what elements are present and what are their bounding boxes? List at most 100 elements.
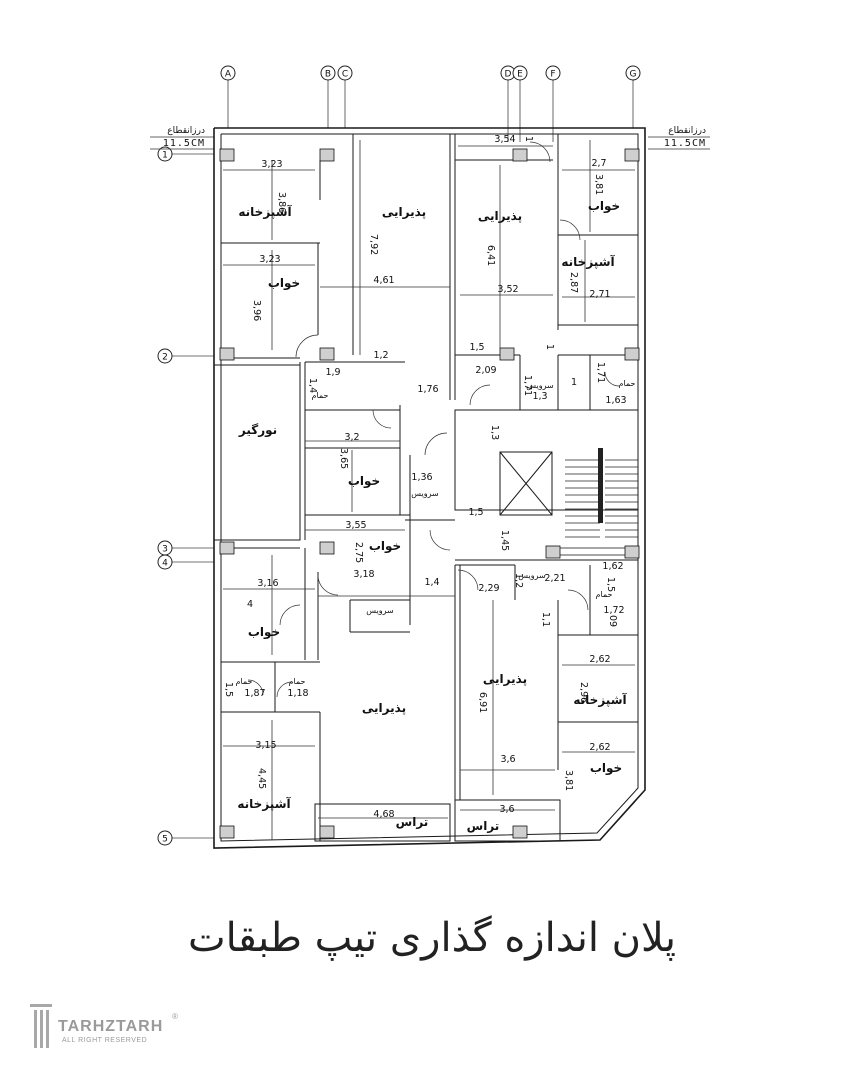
dim-label: 1,3 (489, 425, 500, 440)
dim-label: 3,54 (494, 134, 515, 145)
dim-label: 1,4 (424, 577, 439, 588)
dim-label: 09 (607, 615, 618, 627)
joint-note-left: درزانقطاع 11.5CM (150, 126, 214, 150)
room-kitchen-4: آشپزخانه (237, 796, 291, 811)
grid-bubble-2: 2 (157, 348, 173, 364)
room-reception-4: پذیرایی (483, 672, 527, 686)
building-outline (213, 127, 646, 849)
dim-label: 4,68 (373, 809, 394, 820)
joint-note-right: درزانقطاع 11.5CM (648, 126, 710, 150)
grid-label-2: 2 (162, 353, 168, 363)
dim-label: 4 (247, 599, 253, 610)
dim-label: 6,41 (485, 245, 496, 266)
dim-label: 1,45 (499, 530, 510, 551)
grid-bubble-A: A (220, 65, 236, 81)
dim-label: 3,23 (261, 159, 282, 170)
brand-logo-icon (30, 1004, 52, 1048)
dim-label: 1,18 (287, 688, 308, 699)
dim-label: 3,6 (499, 804, 514, 815)
dim-label: 3,86 (276, 192, 287, 213)
brand-registered-mark: ® (172, 1012, 178, 1021)
room-bathroom-2: حمام (619, 379, 636, 388)
grid-label-C: C (342, 70, 348, 80)
dim-label: 1,71 (522, 375, 533, 396)
dim-label: 2,09 (475, 365, 496, 376)
grid-label-G: G (630, 70, 637, 80)
dim-label: 1 (523, 136, 534, 142)
grid-bubble-B: B (320, 65, 336, 81)
dimension-lines (223, 140, 635, 840)
dim-label: 1,5 (469, 342, 484, 353)
drawing-caption: پلان اندازه گذاری تیپ طبقات (187, 915, 677, 961)
dim-label: 1,71 (595, 362, 606, 383)
dim-label: 1,5 (223, 682, 234, 697)
grid-bubble-G: G (625, 65, 641, 81)
dim-label: 1,5 (468, 507, 483, 518)
room-bedroom-5: خواب (248, 625, 280, 640)
dim-label: 3,6 (500, 754, 515, 765)
grid-lines (172, 80, 634, 839)
doors (247, 141, 620, 698)
room-kitchen-3: آشپزخانه (573, 692, 627, 707)
grid-label-3: 3 (162, 545, 168, 555)
room-bathroom-1: حمام (312, 391, 329, 400)
dim-label: 3,96 (251, 300, 262, 321)
dim-label: 2,71 (589, 289, 610, 300)
dim-label: 1,4 (307, 378, 318, 393)
dim-label: 3,81 (593, 174, 604, 195)
grid-label-1: 1 (162, 151, 168, 161)
room-labels: آشپزخانه پذیرایی خواب پذیرایی خواب آشپزخ… (236, 199, 636, 833)
floor-plan: A B C D E F G 1 2 3 4 5 (150, 65, 710, 849)
brand-subtitle: ALL RIGHT RESERVED (62, 1037, 148, 1044)
dim-label: 2,87 (568, 272, 579, 293)
grid-label-4: 4 (162, 559, 168, 569)
dim-label: 3,52 (497, 284, 518, 295)
dim-label: 1,72 (603, 605, 624, 616)
dim-label: 1,3 (532, 391, 547, 402)
room-bathroom-4: حمام (289, 677, 306, 686)
room-terrace-2: تراس (467, 819, 500, 833)
grid-label-A: A (225, 70, 232, 80)
dim-label: 3,23 (259, 254, 280, 265)
dim-label: 3,18 (353, 569, 374, 580)
room-bathroom-5: حمام (596, 590, 613, 599)
dim-label: 1,5 (605, 577, 616, 592)
dim-label: 2,62 (589, 654, 610, 665)
dim-label: 6,91 (477, 692, 488, 713)
dim-label: 4,61 (373, 275, 394, 286)
grid-bubble-4: 4 (157, 554, 173, 570)
room-bedroom-6: خواب (590, 761, 622, 776)
room-bedroom-2: خواب (588, 199, 620, 214)
grid-label-E: E (517, 70, 523, 80)
room-bedroom-1: خواب (268, 276, 300, 291)
dim-label: 7,92 (368, 234, 379, 255)
interior-walls (213, 133, 639, 842)
room-kitchen-1: آشپزخانه (238, 204, 292, 219)
grid-bubble-3: 3 (157, 540, 173, 556)
dim-label: 3,16 (257, 578, 278, 589)
grid-label-D: D (505, 70, 512, 80)
dim-label: 2,75 (353, 542, 364, 563)
room-bedroom-3: خواب (348, 474, 380, 489)
dim-label: 2,96 (578, 682, 589, 703)
room-wc-3: سرویس (526, 381, 554, 390)
brand-name: TARHZTARH (58, 1018, 164, 1035)
grid-bubble-E: E (512, 65, 528, 81)
grid-bubble-C: C (337, 65, 353, 81)
dim-label: 2,7 (591, 158, 606, 169)
room-reception-2: پذیرایی (478, 209, 522, 223)
stair (547, 448, 639, 556)
dim-label: 1,1 (540, 612, 551, 627)
dim-label: 3,15 (255, 740, 276, 751)
room-bedroom-4: خواب (369, 539, 401, 554)
room-kitchen-2: آشپزخانه (561, 254, 615, 269)
room-reception-1: پذیرایی (382, 205, 426, 219)
grid-label-B: B (325, 70, 331, 80)
room-bathroom-3: حمام (236, 677, 253, 686)
dim-label: 1,62 (602, 561, 623, 572)
grid-bubble-1: 1 (157, 146, 173, 162)
dim-label: 2,62 (589, 742, 610, 753)
joint-note-left-label: درزانقطاع (167, 126, 205, 136)
dim-label: 2,29 (478, 583, 499, 594)
joint-note-left-value: 11.5CM (163, 138, 205, 149)
